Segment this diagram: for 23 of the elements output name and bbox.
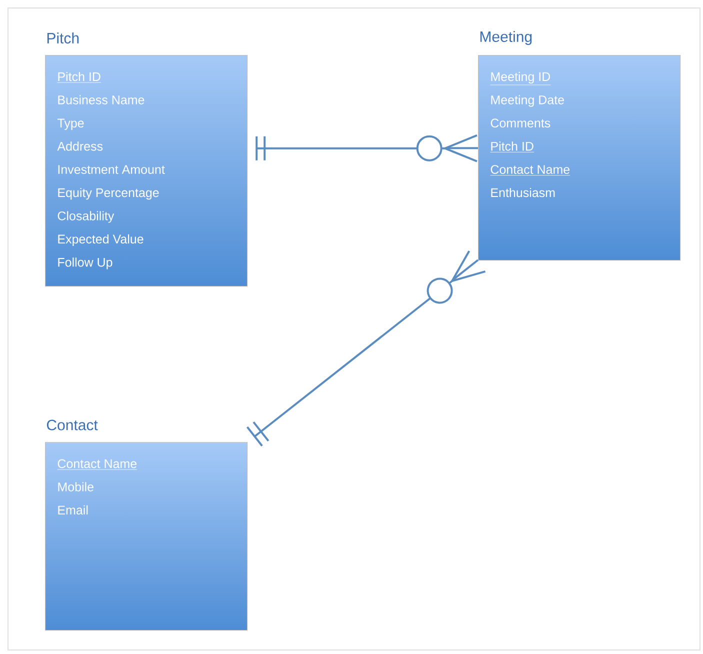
attribute: Closability <box>58 211 114 223</box>
relationship-line <box>256 134 478 162</box>
entity-title: Contact <box>46 420 98 430</box>
attribute: Mobile <box>58 482 94 492</box>
attribute: Comments <box>490 118 550 128</box>
attribute: Pitch ID <box>57 72 102 83</box>
entity-title: Meeting <box>480 31 532 45</box>
attribute: Pitch ID <box>490 142 534 152</box>
attribute: Enthusiasm <box>491 188 555 198</box>
relationship-line <box>246 250 486 446</box>
attribute: Expected Value <box>58 234 144 246</box>
attribute: Meeting Date <box>491 95 564 107</box>
attribute: Meeting ID <box>490 72 551 86</box>
entity-title: Pitch <box>47 32 79 44</box>
attribute: Business Name <box>58 95 144 104</box>
attribute: Contact Name <box>490 165 570 176</box>
attribute: Investment Amount <box>58 165 165 174</box>
attribute: Type <box>57 118 84 130</box>
attribute: Equity Percentage <box>58 188 159 200</box>
attribute: Address <box>57 142 103 151</box>
attribute: Follow Up <box>58 258 112 270</box>
attribute: Contact Name <box>57 459 138 470</box>
attribute: Email <box>58 505 88 515</box>
